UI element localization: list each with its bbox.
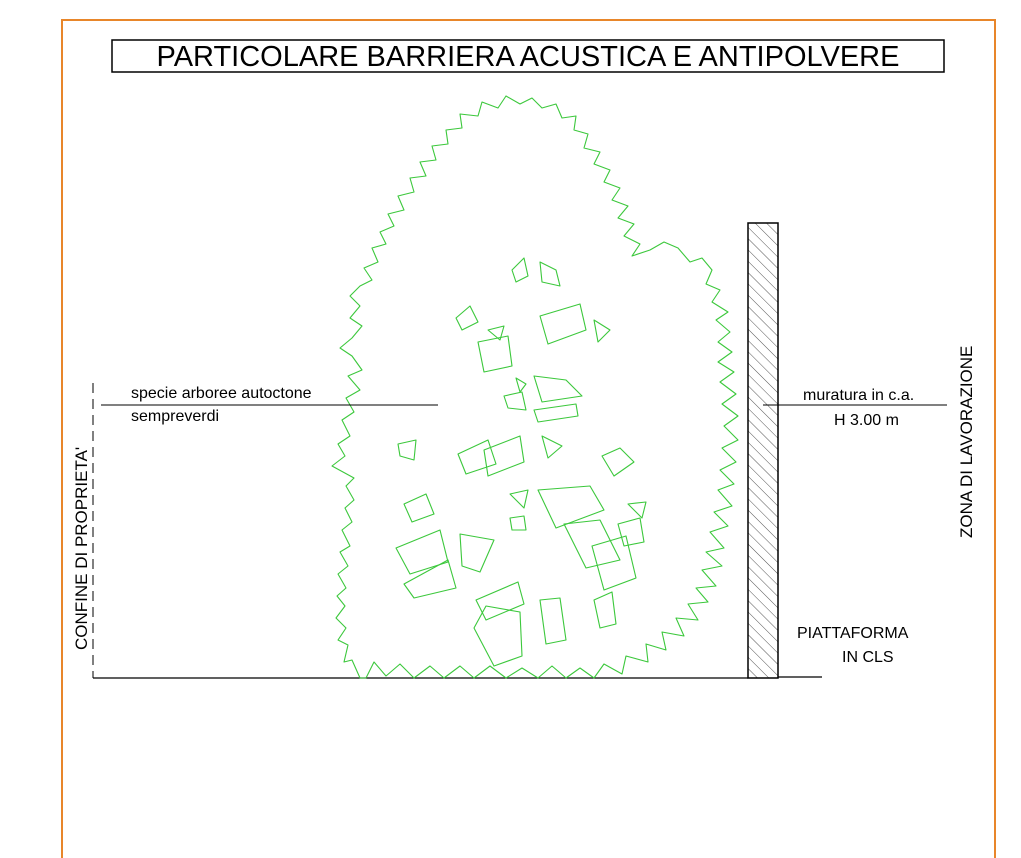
title-box — [111, 39, 945, 73]
property-line-label: CONFINE DI PROPRIETA' — [72, 447, 91, 650]
wall-label-line2: H 3.00 m — [834, 412, 899, 429]
drawing-title: PARTICOLARE BARRIERA ACUSTICA E ANTIPOLV… — [157, 41, 900, 73]
tree-label-line1: specie arboree autoctone — [131, 385, 312, 402]
sheet-frame — [61, 19, 996, 858]
tree-icon — [331, 95, 739, 679]
wall-label-line1: muratura in c.a. — [803, 387, 914, 404]
platform-label-line2: IN CLS — [842, 649, 894, 666]
concrete-wall — [747, 222, 779, 679]
work-zone-label: ZONA DI LAVORAZIONE — [957, 346, 976, 538]
tree-label-line2: sempreverdi — [131, 408, 219, 425]
platform-label-line1: PIATTAFORMA — [797, 625, 909, 642]
